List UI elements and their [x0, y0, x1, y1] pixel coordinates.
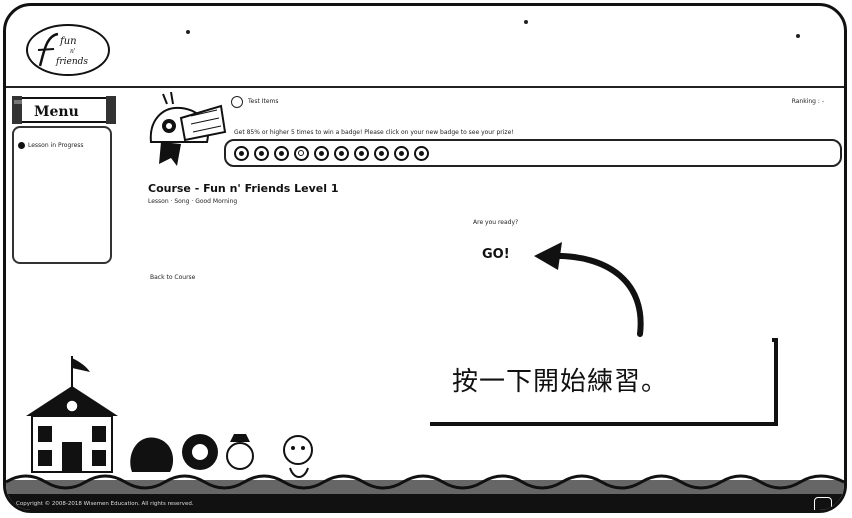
instruction-callout	[430, 342, 778, 426]
badge-icon[interactable]	[294, 145, 309, 161]
badge-icon[interactable]	[274, 145, 289, 161]
ranking-label: Ranking : -	[791, 98, 824, 105]
school-characters-illustration	[26, 356, 313, 478]
menu-label: Menu	[34, 104, 79, 120]
logo-line1: fun	[59, 36, 77, 47]
badge-icon[interactable]	[254, 145, 269, 161]
smiley-icon	[231, 96, 243, 108]
copyright-text: Copyright © 2008-2018 Wisemen Education.…	[16, 501, 194, 507]
badge-icon[interactable]	[234, 145, 249, 161]
go-button[interactable]: GO!	[482, 247, 510, 262]
fun-n-friends-logo[interactable]: fun n' friends	[24, 22, 112, 78]
logo-line2: n'	[70, 48, 76, 55]
screen-frame: fun n' friends Menu Lesson in Progress T…	[3, 3, 847, 513]
help-icon[interactable]	[814, 497, 832, 510]
grass-border	[6, 474, 844, 494]
badge-icon[interactable]	[354, 145, 369, 161]
badge-strip	[224, 139, 842, 167]
decor-speck	[524, 20, 528, 24]
sidebar-item-label: Lesson in Progress	[28, 142, 84, 149]
badge-icon[interactable]	[314, 145, 329, 161]
footer-bar	[6, 494, 844, 510]
sidebar-item-lesson-in-progress[interactable]: Lesson in Progress	[18, 142, 84, 149]
menu-sign-button[interactable]: Menu	[12, 94, 116, 126]
badge-message: Get 85% or higher 5 times to win a badge…	[234, 129, 514, 136]
decor-speck	[186, 30, 190, 34]
badge-icon[interactable]	[414, 145, 429, 161]
curved-arrow-icon	[534, 242, 644, 337]
back-to-course-link[interactable]: Back to Course	[150, 274, 196, 281]
course-title: Course - Fun n' Friends Level 1	[148, 182, 339, 195]
instruction-text: 按一下開始練習。	[452, 367, 669, 397]
breadcrumb: Lesson · Song · Good Morning	[148, 198, 238, 205]
badge-icon[interactable]	[334, 145, 349, 161]
header-divider	[6, 86, 844, 88]
bullet-icon	[18, 142, 25, 149]
reading-mascot-image	[149, 92, 227, 166]
ready-prompt: Are you ready?	[473, 219, 519, 226]
badge-icon[interactable]	[374, 145, 389, 161]
logo-line3: friends	[55, 57, 88, 67]
decor-speck	[796, 34, 800, 38]
test-items-label[interactable]: Test Items	[248, 98, 279, 105]
sidebar-panel: Lesson in Progress	[12, 126, 112, 264]
badge-icon[interactable]	[394, 145, 409, 161]
